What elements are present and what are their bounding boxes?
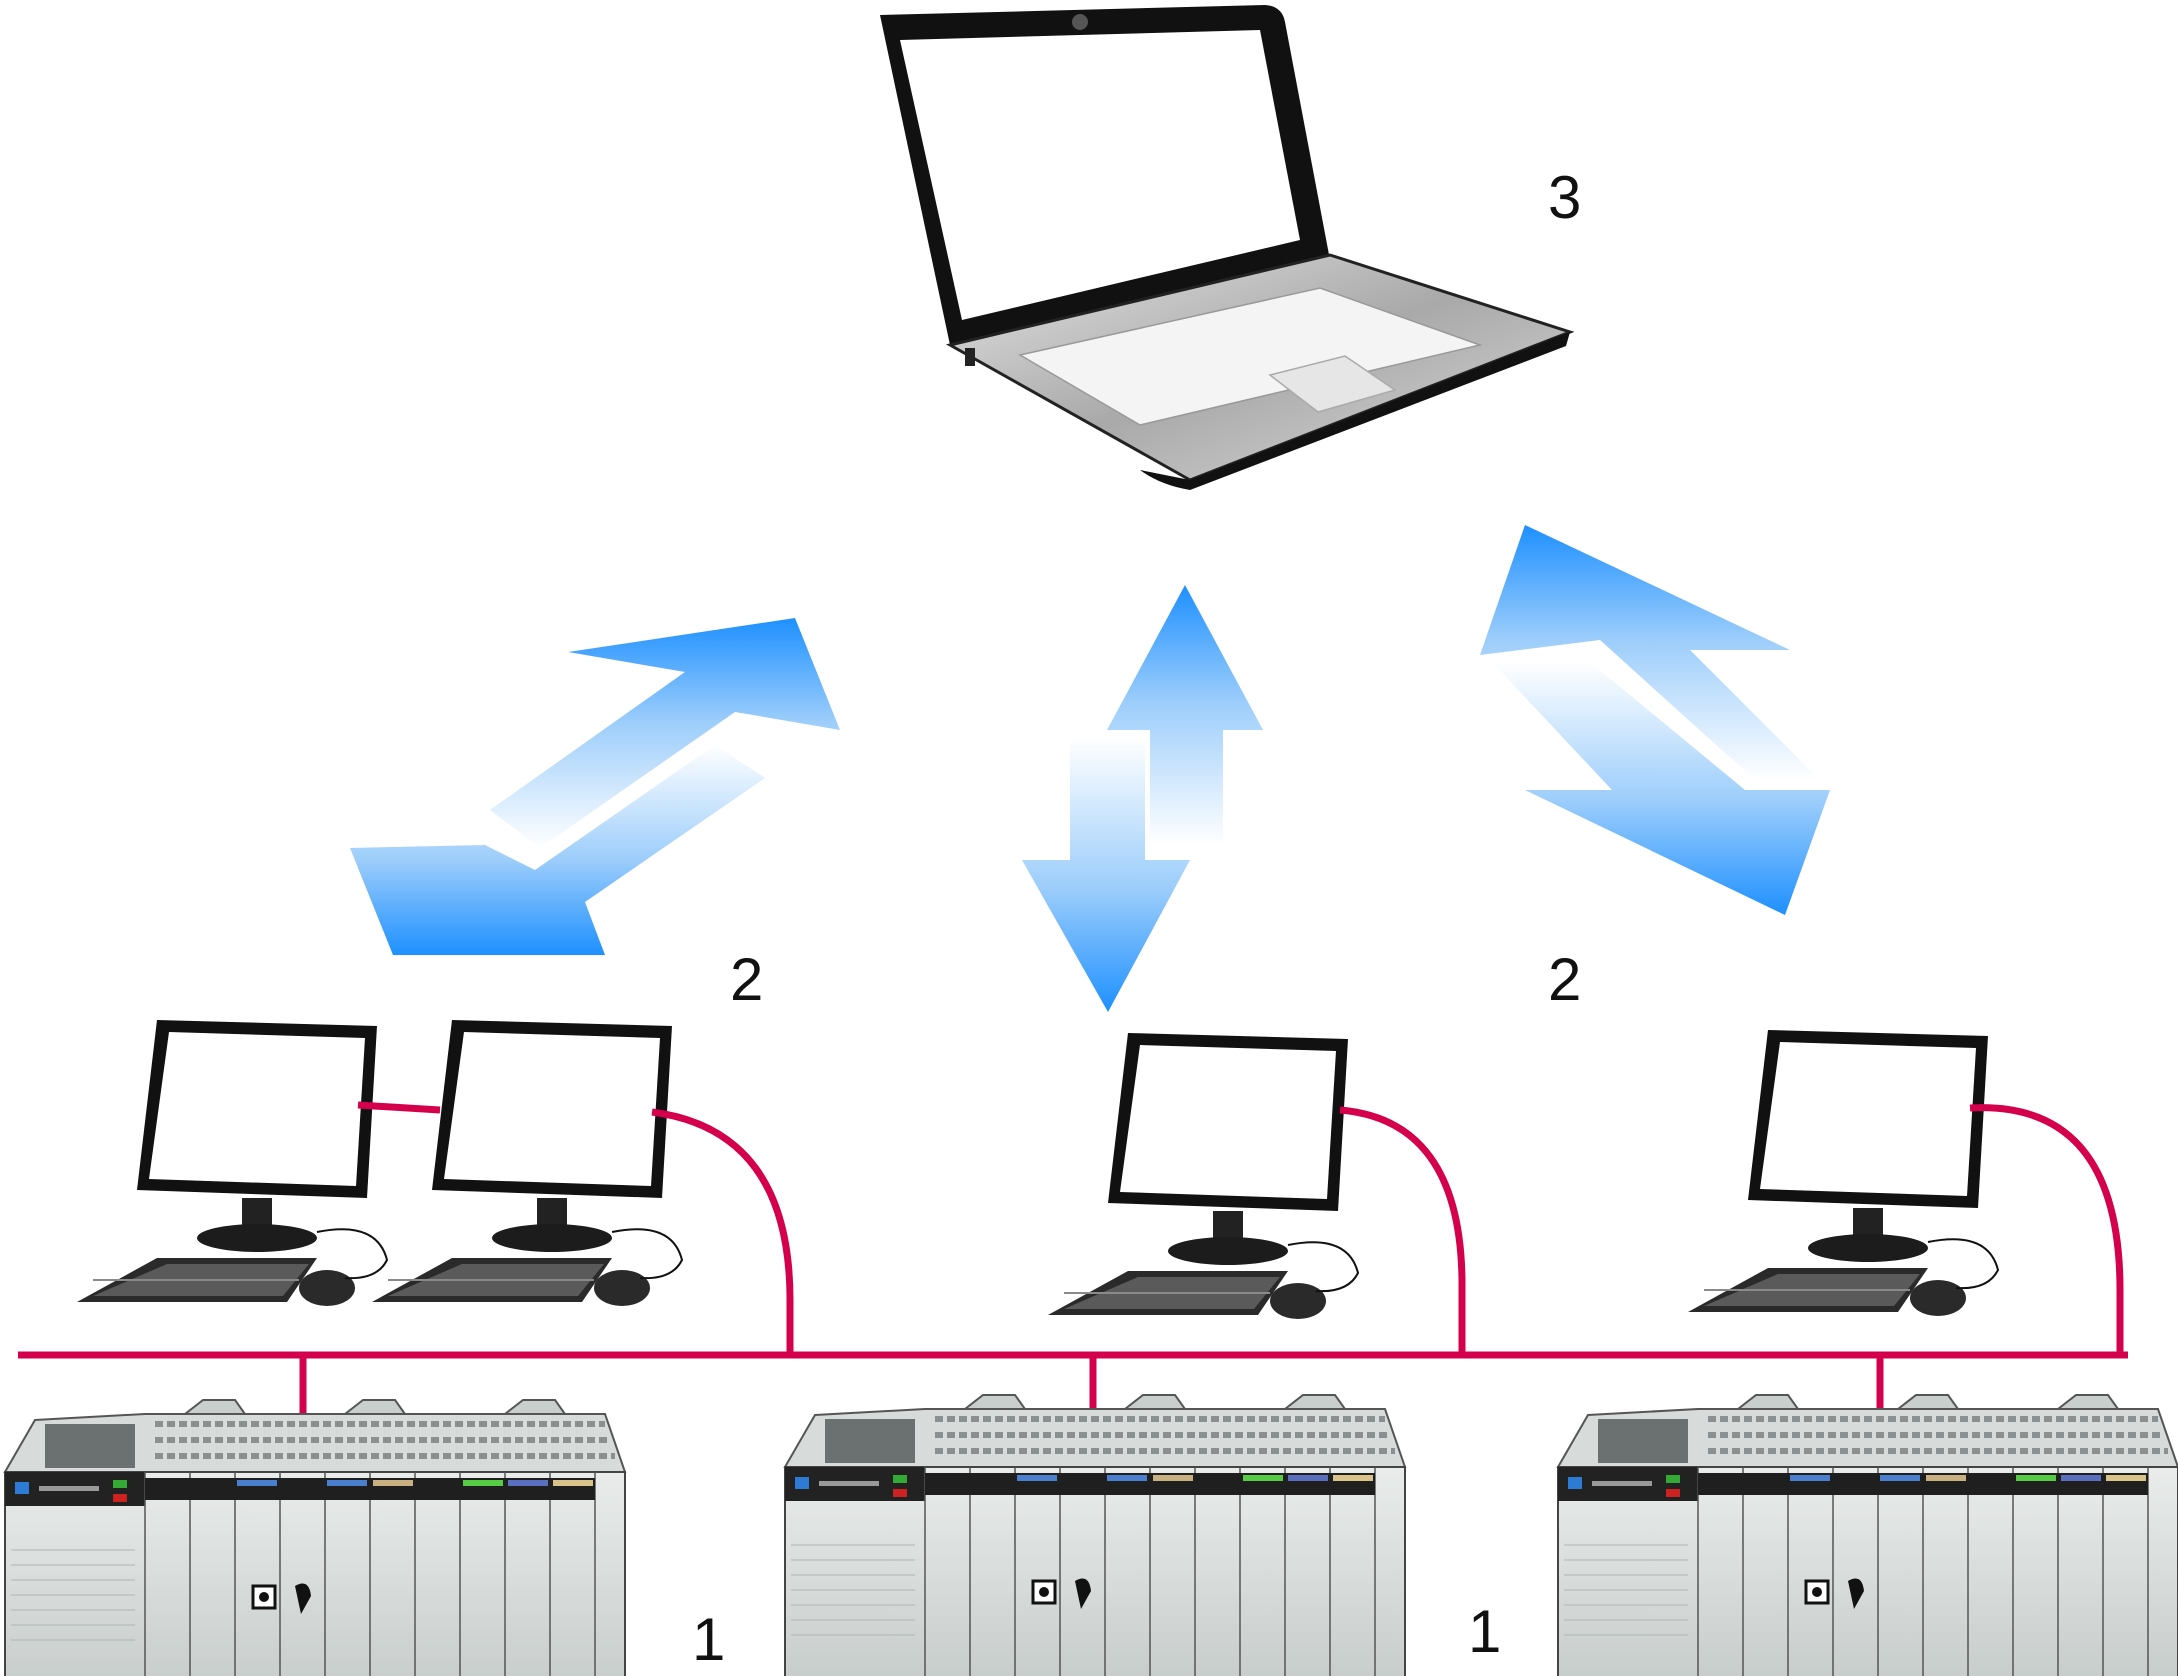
workstation-2 [371, 1019, 683, 1307]
desktop-computer-icon [1047, 1032, 1359, 1320]
controller-2 [785, 1395, 1405, 1676]
callout-workstation-right: 2 [1548, 946, 1581, 1013]
workstation-4 [1687, 1029, 1999, 1317]
bidirectional-arrow-icon [1480, 525, 1830, 915]
plc-controller-rack-icon [5, 1400, 625, 1676]
callout-controller-middle: 1 [1468, 1598, 1501, 1665]
controller-3 [1558, 1395, 2178, 1676]
bidirectional-arrow-icon [350, 618, 840, 955]
workstation-3 [1047, 1032, 1359, 1320]
workstation-1 [76, 1019, 388, 1307]
desktop-computer-icon [371, 1019, 683, 1307]
plc-controller-rack-icon [785, 1395, 1405, 1676]
plc-controller-rack-icon [1558, 1395, 2178, 1676]
callout-laptop: 3 [1548, 164, 1581, 231]
bidirectional-arrow-icon [1022, 585, 1263, 1012]
controller-1 [5, 1400, 625, 1676]
desktop-computer-icon [76, 1019, 388, 1307]
callout-controller-left: 1 [692, 1606, 725, 1673]
callout-workstation-left: 2 [730, 946, 763, 1013]
desktop-computer-icon [1687, 1029, 1999, 1317]
laptop-icon [880, 5, 1575, 490]
